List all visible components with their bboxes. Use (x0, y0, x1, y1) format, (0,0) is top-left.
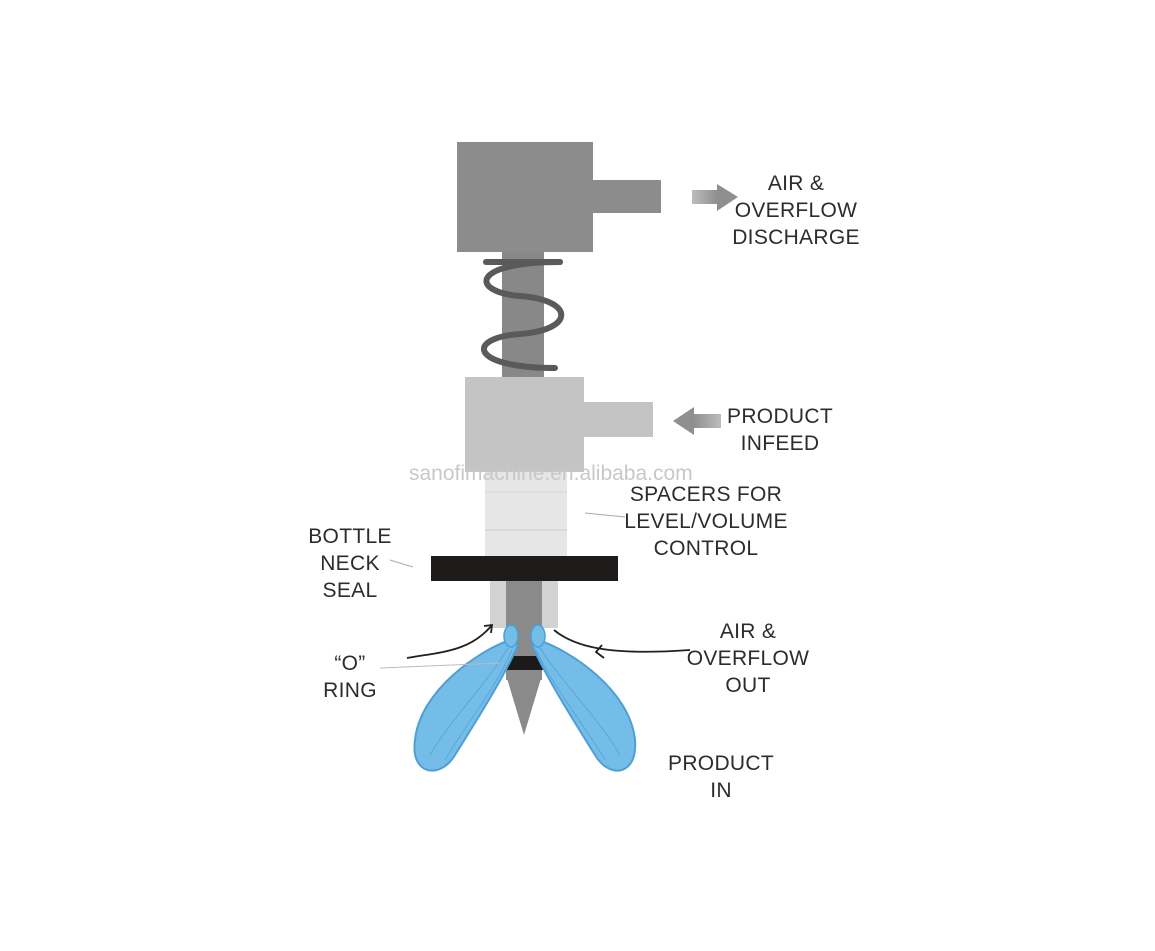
label-bottle-neck-seal: BOTTLE NECK SEAL (308, 523, 392, 604)
middle-block (465, 377, 584, 472)
label-line: AIR & (719, 620, 777, 643)
label-line: OVERFLOW (686, 647, 810, 670)
valve-stem (502, 250, 544, 380)
spacers (485, 472, 567, 556)
label-line: DISCHARGE (732, 226, 860, 249)
label-line: NECK (320, 552, 380, 575)
leader-o-ring (379, 662, 501, 669)
label-line: RING (323, 679, 377, 702)
label-line: SPACERS FOR (629, 483, 783, 506)
label-line: AIR & (767, 172, 825, 195)
bottle-neck-seal (431, 556, 618, 581)
label-line: INFEED (740, 432, 820, 455)
label-line: LEVEL/VOLUME (624, 510, 788, 533)
arrow-infeed (673, 407, 721, 435)
label-product-infeed: PRODUCT INFEED (724, 403, 836, 457)
product-flow (413, 624, 637, 772)
watermark: sanofimachine.en.alibaba.com (409, 462, 693, 485)
arrow-discharge (692, 184, 738, 211)
label-line: PRODUCT (727, 405, 833, 428)
infeed-port (584, 402, 653, 437)
leader-spacers (584, 512, 626, 518)
label-line: “O” (334, 652, 366, 675)
label-spacers: SPACERS FOR LEVEL/VOLUME CONTROL (622, 481, 790, 562)
label-o-ring: “O” RING (310, 650, 390, 704)
label-air-overflow-discharge: AIR & OVERFLOW DISCHARGE (730, 170, 862, 251)
top-block (457, 142, 593, 252)
leader-neck-seal (389, 559, 414, 568)
label-line: PRODUCT (668, 752, 774, 775)
air-flow-lines (406, 623, 691, 659)
label-line: OVERFLOW (734, 199, 858, 222)
label-line: CONTROL (653, 537, 759, 560)
label-product-in: PRODUCT IN (664, 750, 778, 804)
nozzle-tip (506, 675, 542, 735)
label-line: BOTTLE (308, 525, 392, 548)
discharge-port (593, 180, 661, 213)
label-line: SEAL (322, 579, 378, 602)
label-line: OUT (725, 674, 771, 697)
label-air-overflow-out: AIR & OVERFLOW OUT (682, 618, 814, 699)
spring (481, 259, 565, 371)
label-line: IN (710, 779, 732, 802)
